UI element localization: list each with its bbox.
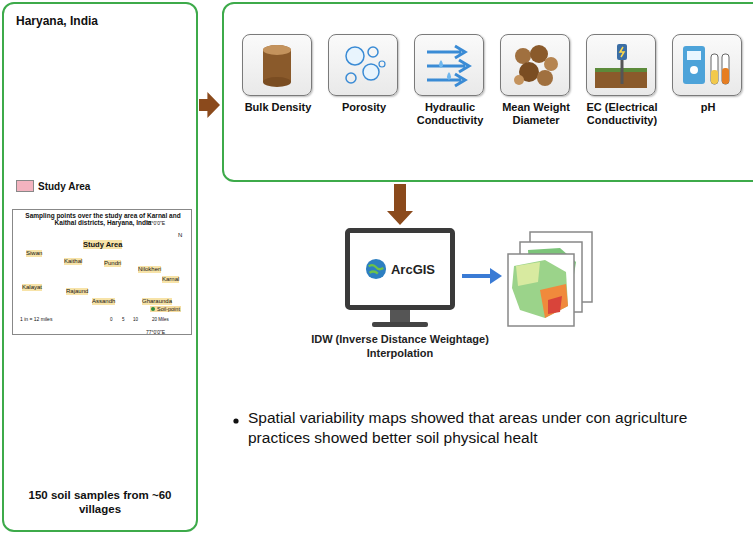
monitor-screen: ArcGISIDW (Inverse Distance Weightage) I… — [345, 228, 455, 310]
scale-number: 10 — [133, 318, 138, 323]
parameter-label: Hydraulic Conductivity — [401, 101, 499, 127]
parameter-box: Hydraulic Conductivity — [414, 34, 484, 96]
parameter-box: Bulk Density — [242, 34, 312, 96]
monitor-stand — [390, 310, 410, 322]
scale-number: 20 Miles — [152, 318, 169, 323]
block-arrow — [387, 184, 413, 225]
parameter-label: pH — [659, 101, 753, 114]
legend-swatch — [16, 180, 34, 192]
village-name: Assandh — [92, 298, 115, 305]
bullet-dot — [233, 418, 238, 423]
bullet-text: Spatial variability maps showed that are… — [248, 408, 748, 448]
scale-text: 1 in = 12 miles — [20, 317, 52, 323]
parameter-icon — [593, 40, 649, 90]
parameter-icon — [679, 40, 735, 90]
arcgis-globe — [365, 258, 387, 280]
map-stack — [508, 232, 592, 326]
map-frame: Haryana, India — [10, 8, 192, 202]
village-name: Nilokheri — [138, 266, 161, 273]
parameter-box: Porosity — [328, 34, 398, 96]
legend-dot — [151, 307, 155, 311]
village-name: Gharaunda — [142, 298, 172, 305]
scale-number: 0 — [110, 318, 113, 323]
parameter-icon — [249, 40, 305, 90]
parameter-icon — [507, 40, 563, 90]
map-title: Haryana, India — [16, 14, 98, 28]
village-name: Rajaund — [66, 288, 88, 295]
village-name: Karnal — [162, 276, 179, 283]
parameter-label: Porosity — [315, 101, 413, 114]
parameter-label: Bulk Density — [229, 101, 327, 114]
caption-text: 150 soil samples from ~60 villages — [4, 488, 196, 517]
scale-number: 5 — [122, 318, 125, 323]
parameter-box: EC (Electrical Conductivity) — [586, 34, 656, 96]
parameter-box: Mean Weight Diameter — [500, 34, 570, 96]
panel: Bulk DensityPorosityHydraulic Conductivi… — [222, 2, 753, 182]
map-label: Study Area — [83, 240, 122, 249]
process-caption: IDW (Inverse Distance Weightage) Interpo… — [285, 333, 515, 361]
legend-text: Soil-point — [157, 306, 180, 312]
panel: 150 soil samples from ~60 villages Haryan… — [2, 2, 198, 532]
software-name: ArcGIS — [391, 262, 435, 277]
coordinate-label: 77°0'0"E — [146, 221, 165, 227]
process-arrow — [462, 274, 492, 278]
coordinate-label: 77°0'0"E — [146, 330, 165, 336]
block-arrow — [199, 92, 220, 118]
village-name: Siwan — [26, 250, 42, 257]
village-name: Pundri — [104, 260, 121, 267]
legend-item: Study Area — [16, 180, 90, 192]
village-name: Kaithal — [64, 258, 82, 265]
legend-text: Study Area — [38, 181, 90, 192]
parameter-label: EC (Electrical Conductivity) — [573, 101, 671, 127]
arrow-head — [490, 268, 502, 284]
parameter-icon — [421, 40, 477, 90]
north-label: N — [178, 232, 182, 239]
parameter-box: pH — [672, 34, 742, 96]
parameter-label: Mean Weight Diameter — [487, 101, 585, 127]
legend-item: Soil-point — [150, 306, 181, 312]
village-name: Kalayat — [22, 284, 42, 291]
monitor-base — [372, 322, 428, 327]
parameter-icon — [335, 40, 391, 90]
